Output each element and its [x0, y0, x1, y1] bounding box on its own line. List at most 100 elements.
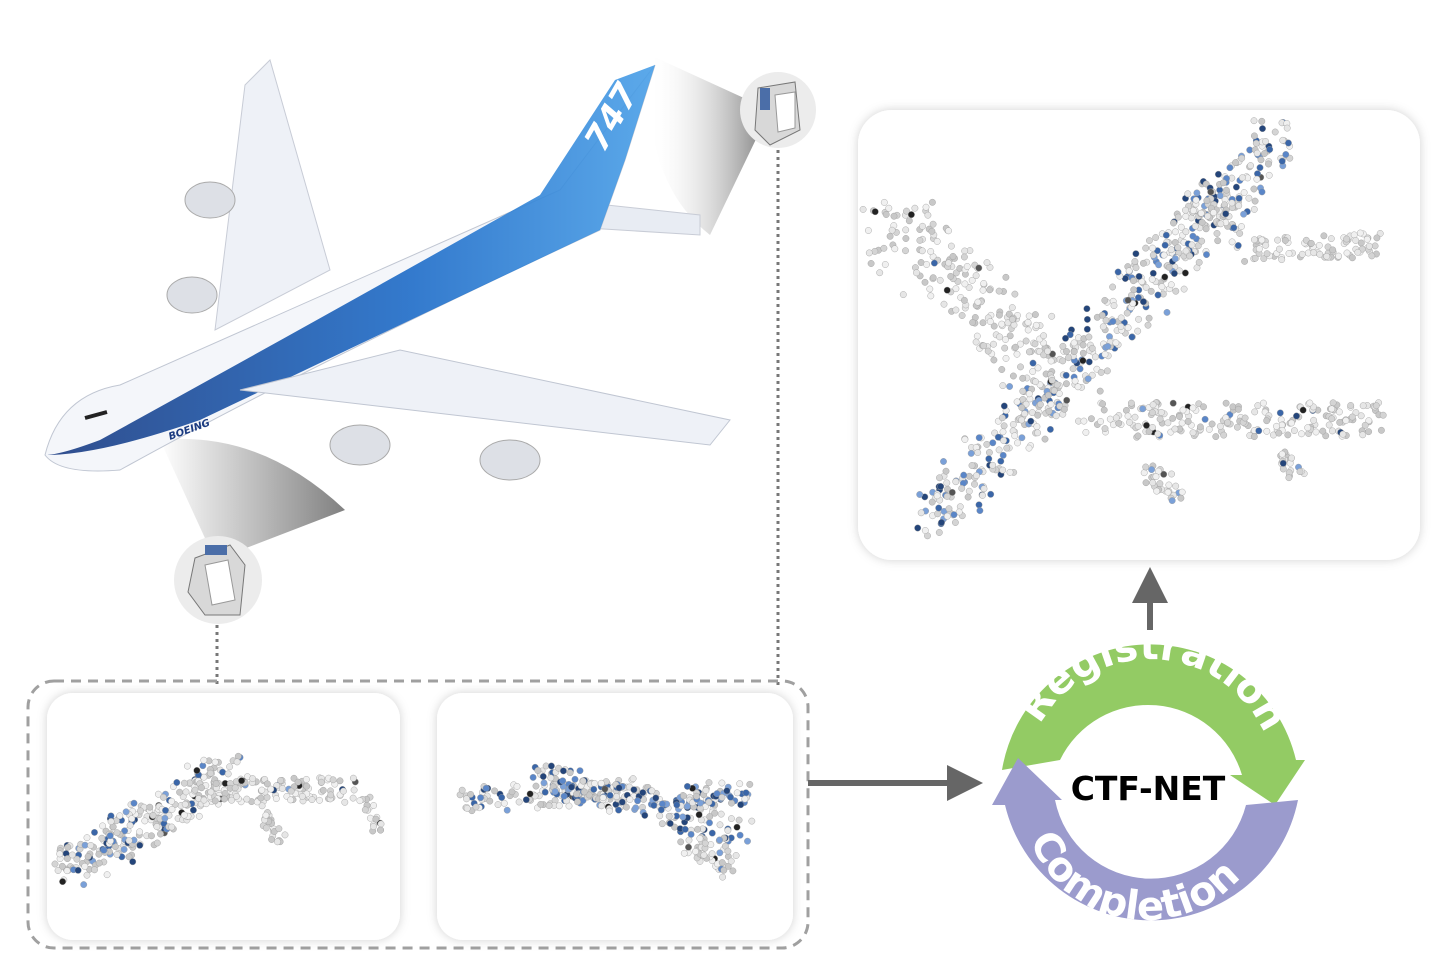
- point: [1241, 257, 1249, 265]
- point: [973, 332, 981, 340]
- point: [1034, 429, 1042, 437]
- point: [1339, 430, 1347, 438]
- point: [503, 806, 511, 814]
- point: [890, 212, 898, 220]
- point: [677, 838, 685, 846]
- point: [1323, 252, 1331, 260]
- point: [146, 803, 154, 811]
- point: [728, 799, 735, 807]
- point: [1149, 423, 1156, 431]
- point: [974, 449, 982, 456]
- point: [1010, 321, 1018, 329]
- point: [1278, 450, 1286, 458]
- point: [1257, 156, 1265, 164]
- point: [1099, 400, 1107, 408]
- point: [1203, 251, 1210, 259]
- point: [560, 767, 567, 775]
- point: [182, 788, 190, 796]
- point: [1204, 212, 1212, 220]
- point: [491, 787, 498, 795]
- point: [1241, 414, 1249, 422]
- point: [1182, 228, 1190, 236]
- point: [1034, 364, 1042, 372]
- point: [929, 220, 937, 228]
- point: [1235, 202, 1243, 210]
- point: [979, 319, 987, 327]
- point: [1174, 213, 1182, 221]
- point: [1201, 415, 1209, 423]
- point: [1228, 199, 1236, 207]
- point: [1373, 234, 1381, 242]
- point: [1026, 348, 1033, 356]
- point: [943, 512, 951, 520]
- point: [902, 226, 910, 234]
- point: [1258, 188, 1266, 196]
- point: [999, 451, 1007, 459]
- point: [623, 803, 630, 811]
- point: [1059, 357, 1067, 365]
- point: [1200, 403, 1207, 411]
- point: [1212, 433, 1220, 440]
- point: [195, 812, 203, 820]
- point: [918, 247, 926, 255]
- point: [173, 779, 181, 786]
- point: [732, 852, 740, 859]
- point: [1006, 332, 1014, 340]
- point: [1037, 401, 1044, 408]
- point: [58, 862, 66, 870]
- point: [1161, 241, 1169, 249]
- point: [1310, 416, 1318, 424]
- point: [1254, 402, 1262, 409]
- point: [641, 812, 649, 819]
- point: [1363, 235, 1371, 243]
- point: [1002, 273, 1010, 281]
- point: [1019, 374, 1027, 382]
- point: [1083, 305, 1091, 313]
- point: [1354, 248, 1362, 256]
- point: [943, 479, 951, 487]
- point: [1112, 414, 1120, 422]
- point: [191, 786, 199, 794]
- point: [1070, 348, 1078, 355]
- point: [733, 823, 741, 831]
- point: [1234, 423, 1241, 431]
- point: [1260, 255, 1268, 263]
- point: [1378, 426, 1385, 434]
- point: [1144, 321, 1152, 329]
- point: [1327, 235, 1335, 243]
- point: [106, 832, 114, 840]
- partial-scan-panel-2: [437, 693, 793, 940]
- point: [1128, 399, 1135, 407]
- point: [1298, 430, 1305, 438]
- point: [1109, 283, 1117, 291]
- point: [965, 487, 973, 495]
- point: [741, 795, 749, 803]
- point: [1088, 344, 1096, 352]
- point: [547, 774, 555, 782]
- point: [1238, 223, 1245, 230]
- point: [275, 825, 283, 833]
- scanner-icon-bottom: [174, 536, 262, 624]
- point: [719, 873, 726, 881]
- point: [189, 806, 197, 814]
- point: [157, 830, 164, 838]
- point: [1047, 400, 1055, 408]
- point: [987, 490, 995, 498]
- point: [176, 788, 184, 796]
- point: [724, 827, 732, 834]
- point: [1169, 399, 1177, 407]
- point: [933, 492, 941, 500]
- point: [990, 340, 997, 348]
- point: [1296, 468, 1304, 475]
- point: [876, 269, 884, 277]
- point: [927, 292, 935, 300]
- point: [737, 801, 745, 809]
- point: [1079, 349, 1087, 357]
- point: [1047, 357, 1055, 365]
- point: [1260, 399, 1267, 407]
- point: [1025, 390, 1033, 398]
- point: [880, 244, 888, 252]
- point: [559, 777, 567, 785]
- point: [960, 471, 968, 479]
- point: [1247, 162, 1255, 170]
